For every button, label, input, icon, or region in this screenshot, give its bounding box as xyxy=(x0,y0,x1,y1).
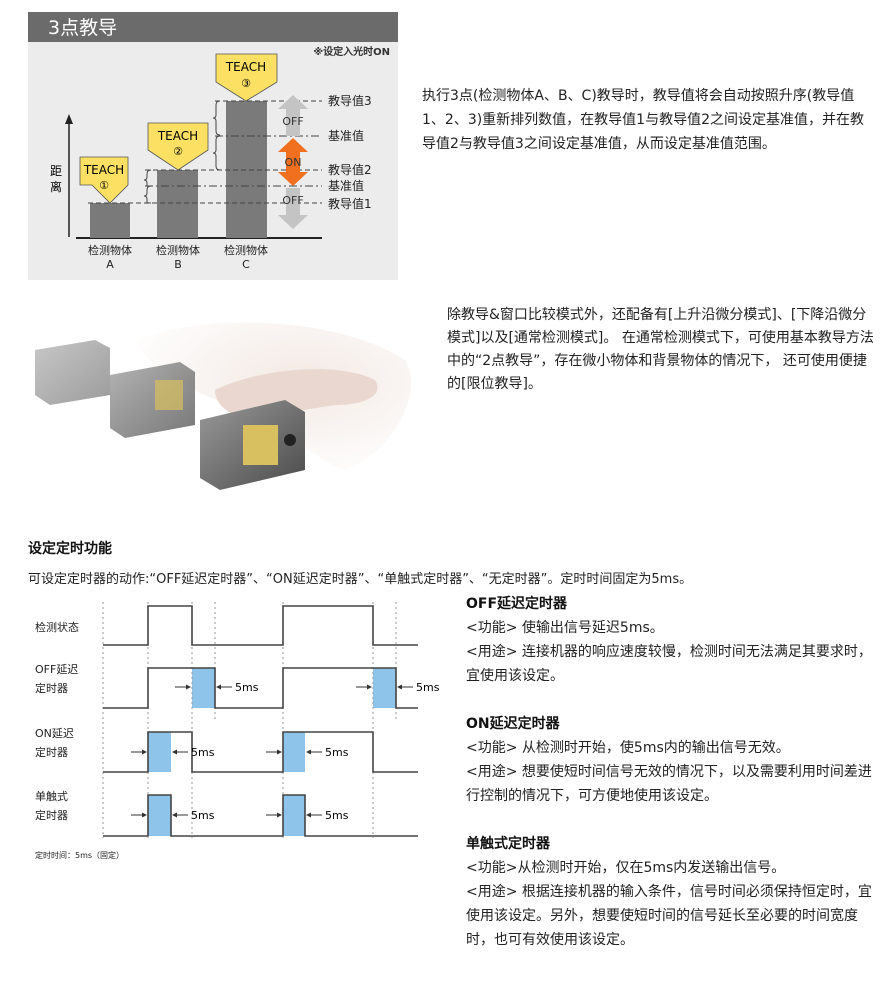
svg-text:③: ③ xyxy=(241,77,251,90)
delay-annotation: 5ms xyxy=(131,746,215,759)
sensor-photo xyxy=(35,322,412,490)
delay-label: 5ms xyxy=(416,681,440,694)
bar-b xyxy=(157,170,198,238)
signal-detection xyxy=(103,605,418,646)
timer-usage: <用途> 根据连接机器的输入条件，信号时间必须保持恒定时，宜使用该设定。另外，想… xyxy=(466,884,872,948)
timer-title: ON延迟定时器 xyxy=(466,716,560,732)
delay-label: 5ms xyxy=(191,809,215,822)
on-label: ON xyxy=(285,156,302,169)
timer-off-delay: OFF延迟定时器 <功能> 使输出信号延迟5ms。 <用途> 连接机器的响应速度… xyxy=(466,592,876,688)
axis-label-2: 离 xyxy=(50,179,62,194)
object-c-label: 检测物体 xyxy=(224,243,268,257)
level-label-1: 教导值1 xyxy=(328,196,372,211)
timer-one-shot: 单触式定时器 <功能>从检测时开始，仅在5ms内发送输出信号。 <用途> 根据连… xyxy=(466,832,876,952)
timer-usage: <用途> 连接机器的响应速度较慢，检测时间无法满足其要求时，宜使用该设定。 xyxy=(466,644,872,684)
timer-on-delay: ON延迟定时器 <功能> 从检测时开始，使5ms内的输出信号无效。 <用途> 想… xyxy=(466,712,876,808)
timer-heading: 设定定时功能 xyxy=(28,541,112,557)
delay-pulse xyxy=(373,668,396,708)
off-arrow-down-icon xyxy=(278,188,308,229)
row-label-off-2: 定时器 xyxy=(35,681,68,695)
brace-upper xyxy=(212,100,221,171)
row-label-on-2: 定时器 xyxy=(35,745,68,759)
teach-tag-1: TEACH ① xyxy=(79,156,129,204)
axis-label-1: 距 xyxy=(50,164,62,178)
off-arrow-up-icon xyxy=(278,95,308,136)
row-label-off-1: OFF延迟 xyxy=(35,663,78,676)
delay-pulse xyxy=(148,795,171,836)
row-label-detection: 检测状态 xyxy=(35,620,79,634)
delay-annotation: 5ms xyxy=(175,681,259,694)
on-arrow-icon xyxy=(278,138,308,186)
delay-annotation: 5ms xyxy=(131,809,215,822)
timer-usage: <用途> 想要使短时间信号无效的情况下，以及需要利用时间差进行控制的情况下，可方… xyxy=(466,764,872,804)
teach-tag-2: TEACH ② xyxy=(147,122,209,171)
timer-function: <功能>从检测时开始，仅在5ms内发送输出信号。 xyxy=(466,860,786,876)
level-label-3: 教导值3 xyxy=(328,93,372,108)
diagram-header xyxy=(28,12,398,42)
sensor-left xyxy=(35,340,110,405)
level-label-2: 教导值2 xyxy=(328,162,372,177)
object-c-letter: C xyxy=(242,258,250,271)
object-b-label: 检测物体 xyxy=(156,243,200,257)
timer-title: OFF延迟定时器 xyxy=(466,596,568,612)
delay-annotation: 5ms xyxy=(356,681,440,694)
delay-label: 5ms xyxy=(325,746,349,759)
object-a-letter: A xyxy=(106,258,114,271)
diagram-title: 3点教导 xyxy=(48,17,117,39)
teach-tag-3: TEACH ③ xyxy=(215,53,278,102)
delay-annotation: 5ms xyxy=(266,746,349,759)
delay-pulse xyxy=(283,795,305,836)
sensor-middle xyxy=(110,362,195,438)
delay-label: 5ms xyxy=(191,746,215,759)
svg-text:②: ② xyxy=(173,145,183,158)
threshold-label-upper: 基准值 xyxy=(328,128,364,143)
modes-description: 除教导&窗口比较模式外，还配备有[上升沿微分模式]、[下降沿微分模式]以及[通常… xyxy=(447,307,874,392)
delay-pulse xyxy=(148,732,171,772)
svg-text:TEACH: TEACH xyxy=(225,60,266,74)
time-markers xyxy=(102,602,397,838)
diagram-panel xyxy=(28,12,398,280)
signal-one-shot xyxy=(103,794,418,837)
off-label-lower: OFF xyxy=(282,194,303,207)
threshold-label-lower: 基准值 xyxy=(328,178,364,193)
object-a-label: 检测物体 xyxy=(88,243,132,257)
row-label-oneshot-2: 定时器 xyxy=(35,808,68,822)
diagram-note: ※设定入光时ON xyxy=(313,45,390,58)
svg-text:TEACH: TEACH xyxy=(157,129,198,143)
timing-diagram: 检测状态 OFF延迟 定时器 ON延迟 定时器 单触式 定时器 定时时间：5ms… xyxy=(35,602,440,860)
delay-label: 5ms xyxy=(235,681,259,694)
delay-pulse xyxy=(192,668,215,708)
delay-pulse xyxy=(283,732,305,772)
delay-label: 5ms xyxy=(325,809,349,822)
timer-function: <功能> 使输出信号延迟5ms。 xyxy=(466,620,664,636)
svg-text:①: ① xyxy=(99,179,109,192)
timer-function: <功能> 从检测时开始，使5ms内的输出信号无效。 xyxy=(466,740,790,756)
teach-description: 执行3点(检测物体A、B、C)教导时，教导值将会自动按照升序(教导值1、2、3)… xyxy=(422,88,864,152)
delay-annotation: 5ms xyxy=(266,809,349,822)
timer-title: 单触式定时器 xyxy=(466,836,550,852)
svg-text:TEACH: TEACH xyxy=(83,163,124,177)
timer-intro: 可设定定时器的动作:“OFF延迟定时器”、“ON延迟定时器”、“单触式定时器”、… xyxy=(28,572,693,587)
teach-diagram: 3点教导 ※设定入光时ON 距 离 教导值3 基准值 教导值2 基准值 教导值1 xyxy=(28,12,398,280)
axis-arrow-icon xyxy=(65,114,73,124)
signal-on-delay xyxy=(103,731,418,773)
row-label-oneshot-1: 单触式 xyxy=(35,789,68,803)
off-label-upper: OFF xyxy=(282,115,303,128)
signal-off-delay xyxy=(103,667,418,709)
diagram-footnote: 定时时间：5ms（固定） xyxy=(35,850,124,860)
sensor-front xyxy=(200,400,305,490)
finger-image xyxy=(215,369,378,418)
row-label-on-1: ON延迟 xyxy=(35,727,74,740)
brace-lower xyxy=(143,169,152,204)
bar-a xyxy=(90,203,130,238)
object-b-letter: B xyxy=(174,258,182,271)
timer-descriptions: OFF延迟定时器 <功能> 使输出信号延迟5ms。 <用途> 连接机器的响应速度… xyxy=(466,592,876,952)
